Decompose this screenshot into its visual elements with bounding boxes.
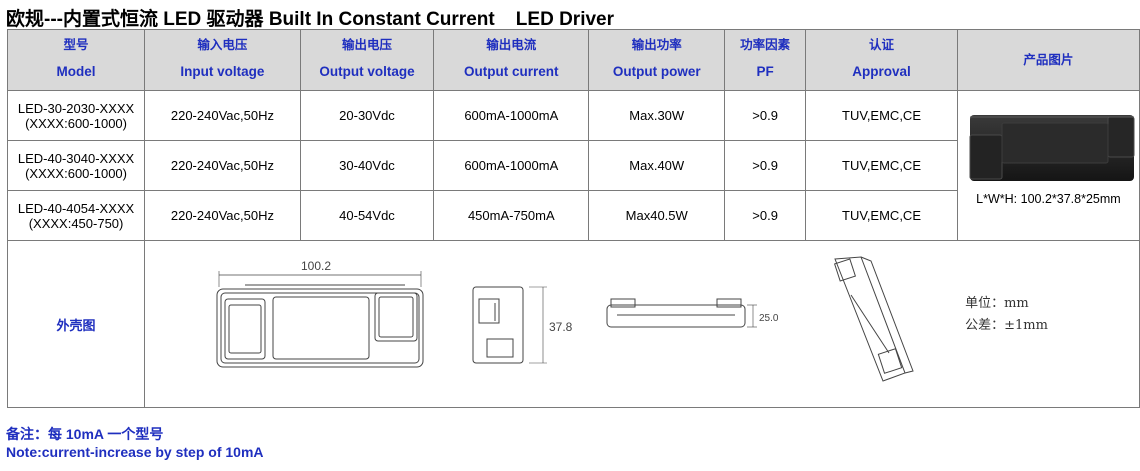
- output-current-cell: 450mA-750mA: [433, 190, 590, 241]
- photo-cell: L*W*H: 100.2*37.8*25mm: [956, 90, 1140, 241]
- power-cell: Max40.5W: [588, 190, 726, 241]
- approval-cell: TUV,EMC,CE: [805, 190, 958, 241]
- approval-cell: TUV,EMC,CE: [805, 140, 958, 191]
- power-cell: Max.30W: [588, 90, 726, 141]
- approval-cell: TUV,EMC,CE: [805, 90, 958, 141]
- pf-cell: >0.9: [724, 190, 807, 241]
- shell-row: 外壳图: [6, 240, 1140, 408]
- shell-label: 外壳图: [6, 240, 146, 408]
- length-dimension: 100.2: [301, 259, 331, 273]
- model-cell: LED-40-4054-XXXX(XXXX:450-750): [6, 190, 146, 241]
- power-cell: Max.40W: [588, 140, 726, 191]
- header-photo: 产品图片: [956, 29, 1140, 91]
- pf-cell: >0.9: [724, 90, 807, 141]
- unit-note: 单位：mm 公差：±1mm: [965, 293, 1048, 337]
- output-current-cell: 600mA-1000mA: [433, 90, 590, 141]
- pf-cell: >0.9: [724, 140, 807, 191]
- technical-drawing: 100.2 37.8 25.0: [216, 256, 914, 382]
- input-cell: 220-240Vac,50Hz: [144, 190, 301, 241]
- width-dimension: 37.8: [549, 320, 573, 334]
- height-dimension: 25.0: [759, 313, 779, 324]
- input-cell: 220-240Vac,50Hz: [144, 140, 301, 191]
- output-voltage-cell: 30-40Vdc: [299, 140, 435, 191]
- tolerance-label: 公差：±1mm: [965, 318, 1048, 333]
- output-voltage-cell: 40-54Vdc: [299, 190, 435, 241]
- input-cell: 220-240Vac,50Hz: [144, 90, 301, 141]
- shell-drawing-cell: 100.2 37.8 25.0 单位：mm 公差：±1mm: [144, 240, 1140, 408]
- dimensions-label: L*W*H: 100.2*37.8*25mm: [976, 192, 1121, 206]
- product-photo: [969, 115, 1135, 181]
- model-cell: LED-30-2030-XXXX(XXXX:600-1000): [6, 90, 146, 141]
- page-title: 欧规---内置式恒流 LED 驱动器 Built In Constant Cur…: [6, 9, 615, 30]
- table-row: LED-40-4054-XXXX(XXXX:450-750) 220-240Va…: [6, 190, 1140, 241]
- note-english: Note:current-increase by step of 10mA: [6, 444, 264, 460]
- note-chinese: 备注：每 10mA 一个型号: [6, 426, 164, 442]
- model-cell: LED-40-3040-XXXX(XXXX:600-1000): [6, 140, 146, 191]
- unit-label: 单位：mm: [965, 296, 1029, 311]
- shell-drawings: 100.2 37.8 25.0 单位：mm 公差：±1mm: [145, 241, 1085, 407]
- output-voltage-cell: 20-30Vdc: [299, 90, 435, 141]
- output-current-cell: 600mA-1000mA: [433, 140, 590, 191]
- table-row: LED-30-2030-XXXX(XXXX:600-1000) 220-240V…: [6, 90, 1140, 241]
